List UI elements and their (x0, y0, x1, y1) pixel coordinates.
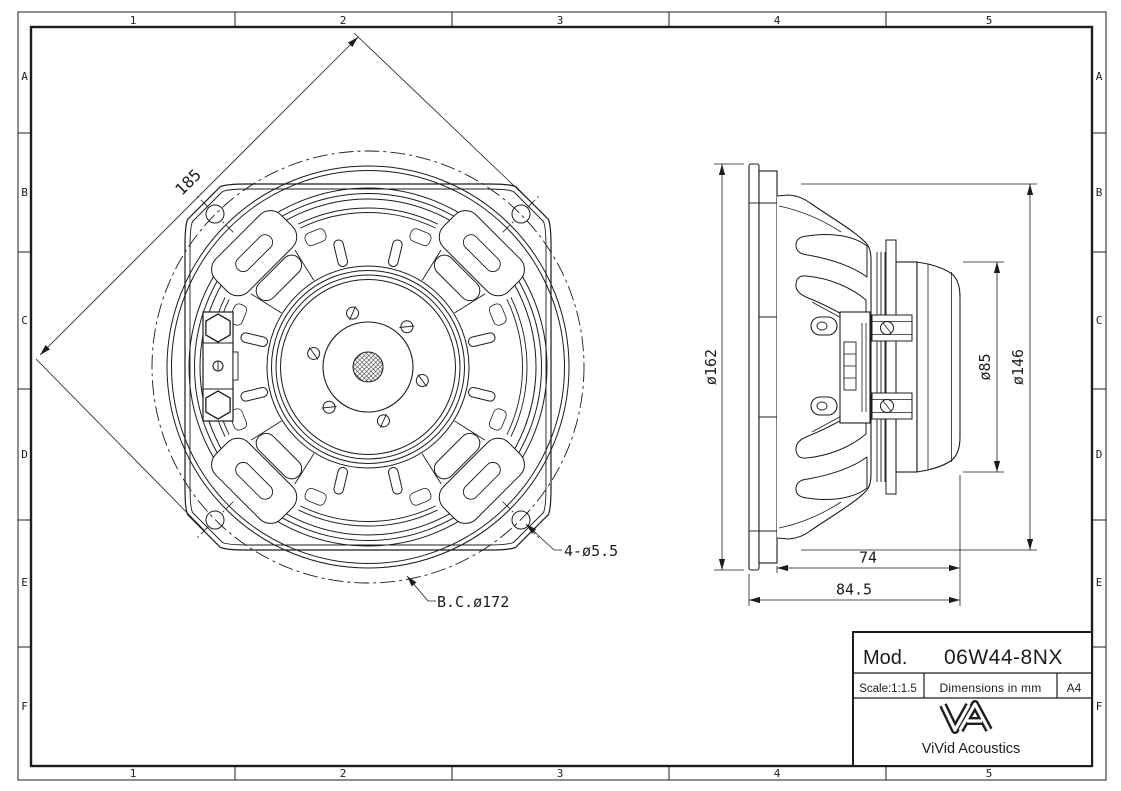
dim-label-magnet-diameter: ø85 (976, 353, 994, 380)
dim-label-basket-diameter: ø146 (1009, 349, 1027, 385)
zone-column-label-top: 4 (774, 14, 781, 27)
title-model-value: 06W44-8NX (944, 646, 1063, 669)
zone-row-label-right: F (1096, 700, 1103, 713)
vivid-acoustics-logo (939, 700, 993, 734)
zone-row-label-right: C (1096, 314, 1103, 327)
zone-row-label-right: B (1096, 186, 1103, 199)
zone-column-label-bottom: 5 (986, 767, 993, 780)
title-sheet-size: A4 (1067, 681, 1082, 695)
dim-label-mounting-depth: 74 (859, 549, 877, 567)
zone-row-label-right: E (1096, 576, 1103, 589)
zone-row-label-left: A (21, 70, 28, 83)
zone-column-label-bottom: 3 (557, 767, 564, 780)
zone-row-label-left: F (21, 700, 28, 713)
zone-row-label-left: E (21, 576, 28, 589)
title-company: ViVid Acoustics (922, 741, 1021, 757)
title-model-label: Mod. (863, 647, 907, 669)
zone-column-label-bottom: 4 (774, 767, 781, 780)
zone-column-label-bottom: 2 (340, 767, 347, 780)
zone-row-label-left: C (21, 314, 28, 327)
title-units: Dimensions in mm (940, 681, 1042, 695)
zone-row-label-left: B (21, 186, 28, 199)
dim-label-overall-depth: 84.5 (836, 581, 872, 599)
title-scale: Scale:1:1.5 (859, 683, 917, 695)
title-block: Mod. 06W44-8NX Scale:1:1.5 Dimensions in mm… (852, 631, 1093, 767)
dim-label-overall-diameter: ø162 (702, 349, 720, 385)
leader-label-mounting-holes: 4-ø5.5 (564, 542, 618, 560)
side-view-dimensions: ø162 ø85 ø146 74 84.5 (702, 163, 1037, 606)
front-view (151, 150, 585, 584)
side-view (748, 163, 961, 571)
zone-row-label-right: D (1096, 448, 1103, 461)
zone-row-label-left: D (21, 448, 28, 461)
zone-column-label-top: 5 (986, 14, 993, 27)
zone-column-label-top: 1 (130, 14, 137, 27)
zone-column-label-top: 3 (557, 14, 564, 27)
zone-column-label-top: 2 (340, 14, 347, 27)
zone-column-label-bottom: 1 (130, 767, 137, 780)
zone-row-label-right: A (1096, 70, 1103, 83)
leader-label-bolt-circle: B.C.ø172 (437, 593, 509, 611)
